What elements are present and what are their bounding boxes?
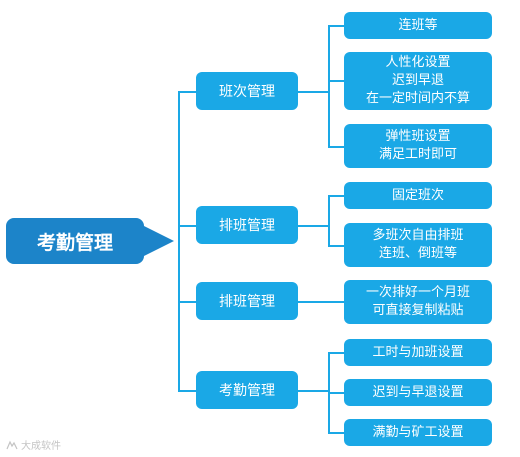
cat2-branch-line (328, 195, 330, 246)
root-to-cat1-line (178, 91, 196, 93)
cat4-item2-line (328, 392, 344, 394)
cat2-item2-line (328, 245, 344, 247)
leaf-text-line: 连班、倒班等 (378, 246, 457, 261)
leaf-text-line: 工时与加班设置 (372, 344, 464, 360)
category-label: 班次管理 (219, 84, 275, 100)
cat1-item2-line (328, 80, 344, 82)
leaf-node: 满勤与矿工设置 (344, 419, 492, 446)
leaf-text-line: 连班等 (398, 17, 438, 33)
leaf-text-line: 在一定时间内不算 (365, 91, 470, 106)
root-trunk-line (178, 91, 180, 390)
leaf-text-line: 弹性班设置 (385, 129, 451, 144)
leaf-node: 弹性班设置 满足工时即可 (344, 124, 492, 168)
category-label: 考勤管理 (219, 383, 275, 399)
cat3-to-item-line (298, 301, 344, 303)
cat2-stub-line (298, 225, 328, 227)
cat4-stub-line (298, 390, 328, 392)
category-label: 排班管理 (219, 294, 275, 310)
leaf-text-line: 满足工时即可 (378, 147, 457, 162)
leaf-text-line: 固定班次 (391, 187, 444, 203)
leaf-text-line: 人性化设置 (385, 55, 451, 70)
category-node-attendance: 考勤管理 (196, 371, 298, 409)
leaf-text-line: 一次排好一个月班 (365, 285, 470, 300)
watermark-logo-icon (6, 440, 18, 449)
cat1-item3-line (328, 146, 344, 148)
leaf-node: 人性化设置 迟到早退 在一定时间内不算 (344, 52, 492, 110)
leaf-text-line: 多班次自由排班 (372, 228, 464, 243)
watermark: 大成软件 (6, 437, 61, 452)
leaf-node: 连班等 (344, 12, 492, 39)
root-to-cat4-line (178, 390, 196, 392)
category-label: 排班管理 (219, 218, 275, 234)
cat1-stub-line (298, 91, 328, 93)
category-node-shift-management: 班次管理 (196, 72, 298, 110)
root-to-cat3-line (178, 301, 196, 303)
leaf-text-line: 可直接复制粘贴 (372, 303, 464, 318)
watermark-text: 大成软件 (21, 441, 61, 452)
root-node: 考勤管理 (6, 218, 144, 264)
cat1-branch-line (328, 25, 330, 147)
leaf-node: 工时与加班设置 (344, 339, 492, 366)
cat2-item1-line (328, 195, 344, 197)
leaf-node: 固定班次 (344, 182, 492, 209)
leaf-text-line: 迟到早退 (391, 73, 444, 88)
leaf-node: 多班次自由排班 连班、倒班等 (344, 223, 492, 267)
category-node-scheduling-2: 排班管理 (196, 282, 298, 320)
cat4-item3-line (328, 432, 344, 434)
leaf-text-line: 迟到与早退设置 (372, 384, 464, 400)
root-label: 考勤管理 (36, 231, 113, 254)
cat1-item1-line (328, 25, 344, 27)
leaf-node: 一次排好一个月班 可直接复制粘贴 (344, 280, 492, 324)
leaf-node: 迟到与早退设置 (344, 379, 492, 406)
category-node-scheduling: 排班管理 (196, 206, 298, 244)
leaf-text-line: 满勤与矿工设置 (372, 424, 464, 440)
cat4-item1-line (328, 352, 344, 354)
root-arrow-icon (136, 222, 174, 260)
root-to-cat2-line (178, 225, 196, 227)
